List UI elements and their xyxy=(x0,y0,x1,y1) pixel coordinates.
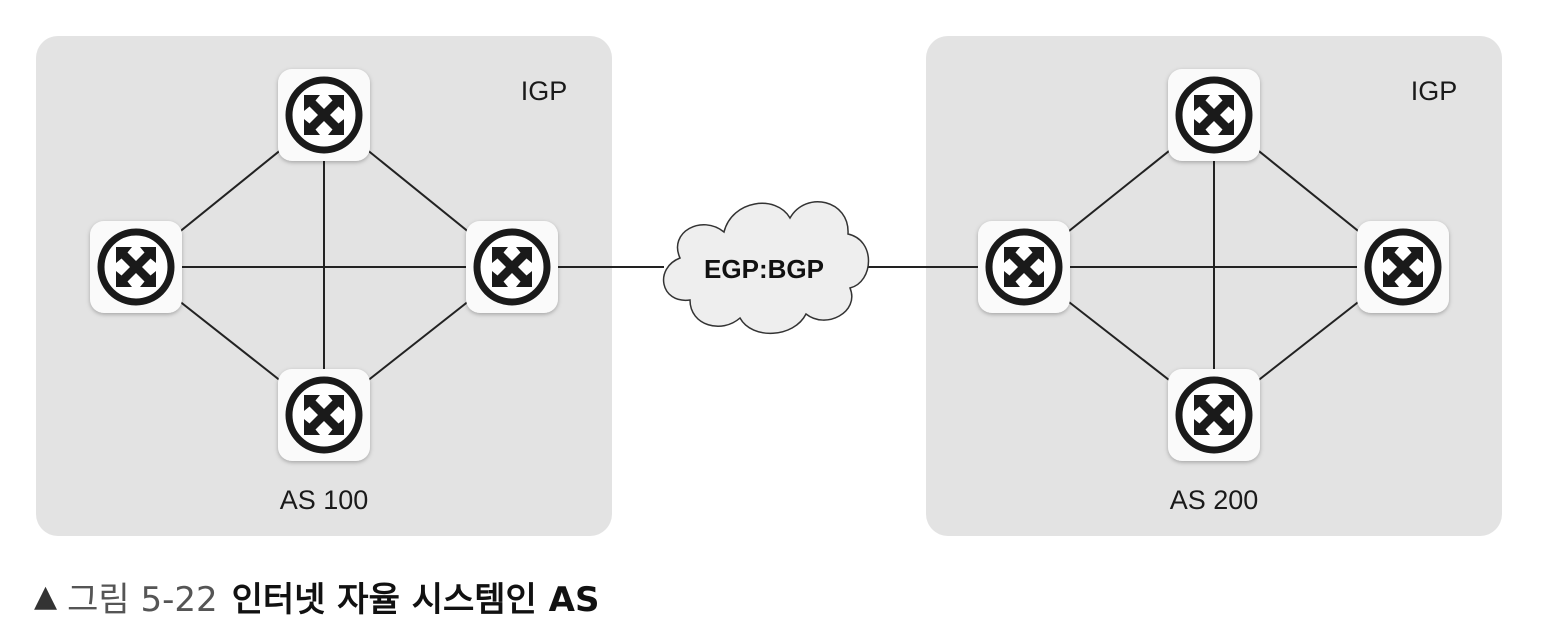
as100-router-bottom xyxy=(278,369,370,461)
as200-router-left xyxy=(978,221,1070,313)
router-icon xyxy=(477,232,547,302)
network-diagram: IGP AS 100 IGP AS 200 xyxy=(36,36,1502,536)
figure-caption: ▲ 그림 5-22 인터넷 자율 시스템인 AS xyxy=(34,568,599,624)
router-icon xyxy=(289,380,359,450)
as200-igp-label: IGP xyxy=(1411,76,1458,106)
router-icon xyxy=(1179,80,1249,150)
as100-label: AS 100 xyxy=(280,485,369,515)
router-icon xyxy=(989,232,1059,302)
router-icon xyxy=(101,232,171,302)
as100-router-left xyxy=(90,221,182,313)
router-icon xyxy=(1179,380,1249,450)
as200-router-bottom xyxy=(1168,369,1260,461)
as200-label: AS 200 xyxy=(1170,485,1259,515)
router-icon xyxy=(1368,232,1438,302)
figure-title: 인터넷 자율 시스템인 AS xyxy=(231,579,600,620)
as200-region: IGP AS 200 xyxy=(926,36,1502,536)
as100-router-top xyxy=(278,69,370,161)
egp-bgp-label: EGP:BGP xyxy=(704,254,824,284)
figure-number: 그림 5-22 xyxy=(67,579,218,620)
triangle-marker-icon: ▲ xyxy=(34,578,58,614)
as100-router-right xyxy=(466,221,558,313)
router-icon xyxy=(289,80,359,150)
as200-router-right xyxy=(1357,221,1449,313)
cloud-icon: EGP:BGP xyxy=(662,201,870,334)
as200-router-top xyxy=(1168,69,1260,161)
as100-igp-label: IGP xyxy=(521,76,568,106)
as100-region: IGP AS 100 xyxy=(36,36,612,536)
